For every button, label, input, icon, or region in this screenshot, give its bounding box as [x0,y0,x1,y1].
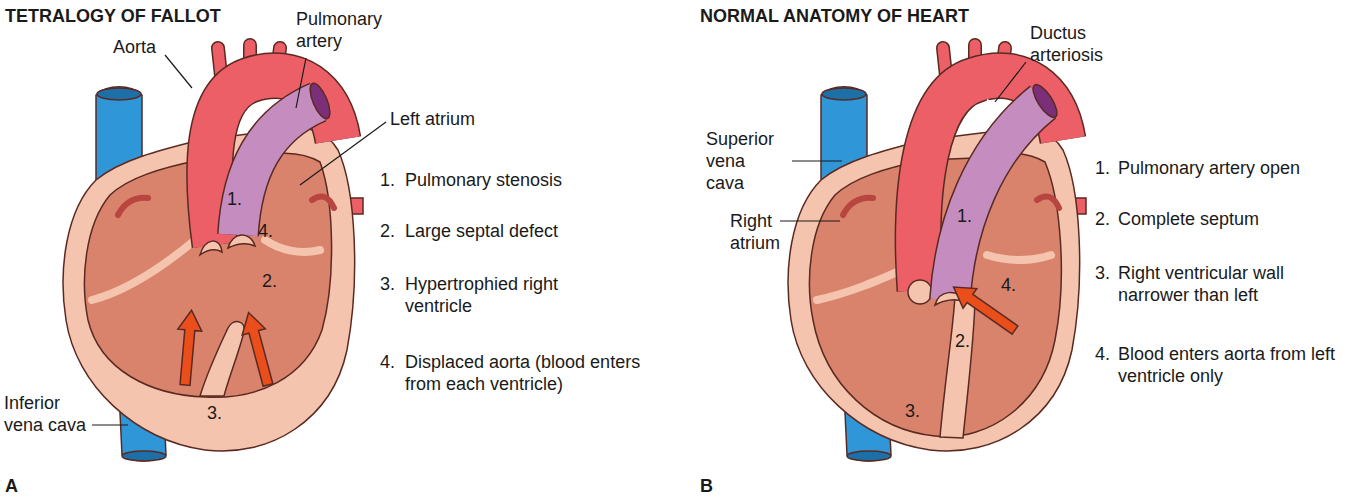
coronary-mark [312,196,334,208]
vessel-opening [1029,81,1061,120]
panel-heading: TETRALOGY OF FALLOT [5,5,221,27]
valve-ring [265,240,320,252]
list-number: 1. [1095,157,1110,179]
part-label: Superior vena cava [706,128,788,194]
list-number: 4. [380,351,395,373]
list-text: Right ventricular wall narrower than lef… [1118,262,1340,306]
pulmonary-artery-outline [238,102,318,235]
part-label: Pulmonary artery [296,8,396,52]
leader-line [792,160,842,161]
panel-heading: NORMAL ANATOMY OF HEART [700,5,969,27]
list-text: Pulmonary artery open [1118,157,1340,179]
callout-number: 1. [957,205,972,227]
list-text: Hypertrophied right ventricle [405,273,595,317]
vessel-opening [847,451,891,461]
list-text: Pulmonary stenosis [405,169,625,191]
callout-number: 2. [955,330,970,352]
leader-line [296,58,306,108]
complete-septum [940,296,975,438]
list-text: Large septal defect [405,220,625,242]
part-label: Aorta [113,36,156,58]
callout-number: 4. [258,220,273,242]
vessel-opening [306,81,334,121]
part-label: Inferior vena cava [4,392,99,436]
panel-letter: A [5,475,18,497]
aorta [210,76,338,245]
leader-lines [92,55,1026,425]
heart-normal [788,45,1086,461]
leader-line [780,220,840,221]
part-label: Right atrium [730,210,788,254]
coronary-mark [118,198,148,215]
callout-number: 1. [227,188,242,210]
coronary-mark [843,198,873,215]
leader-line [300,122,386,185]
valve-leaflet [200,241,222,255]
list-text: Displaced aorta (blood enters from each … [405,351,655,395]
valve-leaflet [228,235,255,248]
list-number: 4. [1095,343,1110,365]
list-number: 2. [1095,208,1110,230]
valve-ring [987,255,1051,260]
leader-line [165,55,192,88]
list-text: Complete septum [1118,208,1340,230]
list-number: 3. [380,273,395,295]
panel-letter: B [700,475,713,497]
flow-arrow [237,309,280,388]
part-label: Ductus arteriosis [1030,22,1130,66]
aorta-outline [210,76,338,245]
callout-number: 4. [1001,274,1016,296]
aortic-valve [908,280,932,304]
callout-number: 3. [207,402,222,424]
flow-arrow [173,309,203,386]
coronary-mark [1037,196,1059,208]
vessel-opening [97,88,141,100]
callout-number: 2. [262,270,277,292]
part-label: Left atrium [390,108,475,130]
pulmonary-artery [950,102,1043,300]
list-number: 1. [380,169,395,191]
valve-ring [92,240,195,300]
heart-tetralogy [63,45,363,461]
pulmonary-artery [238,102,318,235]
pulmonary-artery-outline [950,102,1043,300]
callout-number: 3. [905,400,920,422]
leader-line [995,62,1026,102]
vessel-opening [122,451,166,461]
list-number: 2. [380,220,395,242]
list-text: Blood enters aorta from left ventricle o… [1118,343,1340,387]
vessel-opening [822,88,866,100]
list-number: 3. [1095,262,1110,284]
leader-line [92,424,128,425]
partial-septum [200,322,244,396]
